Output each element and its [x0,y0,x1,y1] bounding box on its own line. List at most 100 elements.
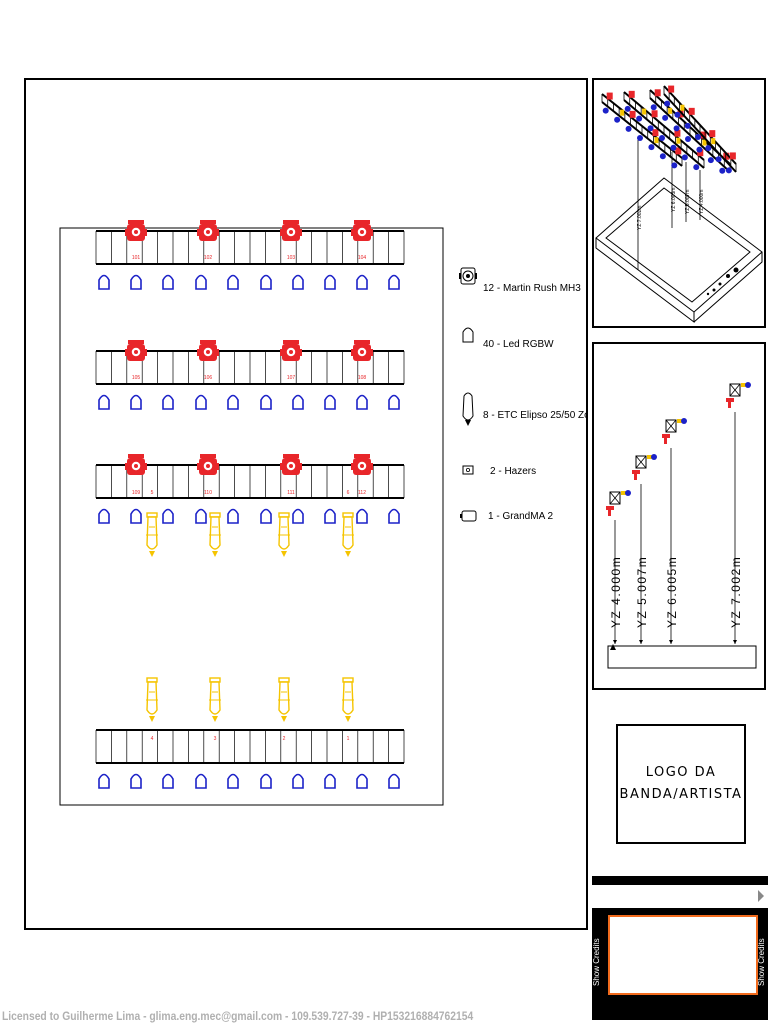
legend-label-console: 1 - GrandMA 2 [488,511,553,522]
led-par-fixture [195,394,207,410]
led-par-fixture [356,773,368,789]
lighting-plot-panel: 101 102 103 104 105 106 107 108 109 5 110 111 6 112 4 3… [24,78,588,930]
isometric-view: YZ 7.002m YZ 6.005m YZ 5.007m YZ 4.000m [595,85,763,324]
led-par-fixture [162,394,174,410]
led-par-fixture [162,274,174,290]
svg-text:YZ 6.005m: YZ 6.005m [671,188,677,212]
led-par-fixture [260,274,272,290]
led-par-fixture [292,773,304,789]
fixture-number-label: 110 [204,490,212,496]
led-par-fixture [260,773,272,789]
license-footer: Licensed to Guilherme Lima - glima.eng.m… [2,1009,474,1023]
ellipsoidal-fixture [209,512,221,557]
led-par-fixture [227,508,239,524]
led-par-fixture [195,773,207,789]
iso-truss [663,85,737,174]
fixture-number-label: 109 [132,490,141,496]
fixture-number-label: 104 [358,255,367,261]
moving-head-fixture [280,454,302,475]
moving-head-fixture [280,220,302,241]
led-par-fixture [356,508,368,524]
led-par-fixture [324,773,336,789]
logo-placeholder: LOGO DA BANDA/ARTISTA [616,724,746,844]
moving-head-fixture [351,454,373,475]
led-par-fixture [324,394,336,410]
led-par-fixture [162,773,174,789]
fixture-number-label: 105 [132,375,141,381]
fixture-number-label: 111 [287,490,295,496]
moving-head-fixture [197,340,219,361]
svg-text:YZ 5.007m: YZ 5.007m [685,190,691,214]
stage-box [595,177,763,324]
led-par-fixture [130,508,142,524]
iso-height-labels: YZ 7.002m YZ 6.005m YZ 5.007m YZ 4.000m [637,188,705,230]
led-par-fixture [130,394,142,410]
iso-truss-group [601,85,737,174]
height-marker: YZ 5.007m [632,454,657,644]
height-marker: YZ 4.000m [606,490,631,644]
height-label: YZ 5.007m [635,556,649,628]
led-par-fixture [98,773,110,789]
led-par-fixture [195,508,207,524]
svg-text:YZ 4.000m: YZ 4.000m [699,190,705,214]
legend-label-led: 40 - Led RGBW [483,339,554,350]
credits-label-right: Show Credits [757,938,766,986]
legend-label-hazer: 2 - Hazers [490,466,536,477]
iso-truss [623,90,705,171]
ellipsoidal-fixture [209,677,221,722]
logo-text: LOGO DA BANDA/ARTISTA [619,765,743,802]
fixture-number-label: 107 [287,375,296,381]
ellipsoidal-fixture [342,512,354,557]
fixture-number-label: 106 [204,375,213,381]
truss-section [95,729,405,764]
isometric-view-panel: YZ 7.002m YZ 6.005m YZ 5.007m YZ 4.000m [592,78,766,328]
height-marker: YZ 7.002m [726,382,751,644]
fixture-number-label: 1 [347,736,350,742]
moving-head-fixture [197,454,219,475]
ellipsoidal-fixture [278,677,290,722]
led-par-fixture [98,394,110,410]
fixture-number-label: 4 [151,736,154,742]
ellipsoidal-fixture [342,677,354,722]
legend-label-moving-head: 12 - Martin Rush MH3 [483,283,581,294]
ellipsoidal-fixture [146,512,158,557]
led-par-fixture [227,394,239,410]
show-credits-graphic: Show Credits Show Credits [592,876,768,1020]
led-par-fixture [98,274,110,290]
fixture-number-label: 3 [214,736,217,742]
stage-deck [607,645,757,669]
fixture-number-label: 102 [204,255,213,261]
moving-head-fixture [351,340,373,361]
credits-label-left: Show Credits [592,938,601,986]
iso-truss [601,92,683,169]
fixture-number-label: 112 [358,490,366,496]
led-par-fixture [388,508,400,524]
fixture-number-label: 5 [151,490,154,496]
moving-head-fixture [125,340,147,361]
stage-outline [59,227,444,806]
led-par-fixture [292,508,304,524]
led-par-fixture [260,394,272,410]
moving-head-fixture [351,220,373,241]
led-par-fixture [356,274,368,290]
moving-head-fixture [197,220,219,241]
led-par-fixture [130,773,142,789]
led-par-fixture [388,394,400,410]
fixture-number-label: 101 [132,255,141,261]
led-par-fixture [324,508,336,524]
fixture-number-label: 103 [287,255,296,261]
led-par-fixture [162,508,174,524]
led-par-fixture [227,274,239,290]
fixture-number-label: 6 [347,490,350,496]
led-par-fixture [356,394,368,410]
ellipsoidal-icon [462,392,474,426]
led-par-fixture [98,508,110,524]
fixture-number-label: 108 [358,375,367,381]
hazer-icon [462,465,474,475]
iso-console [706,267,739,296]
led-par-fixture [260,508,272,524]
par-led-icon [462,327,474,343]
lighting-plot: 101 102 103 104 105 106 107 108 109 5 110 111 6 112 4 3… [59,220,586,806]
